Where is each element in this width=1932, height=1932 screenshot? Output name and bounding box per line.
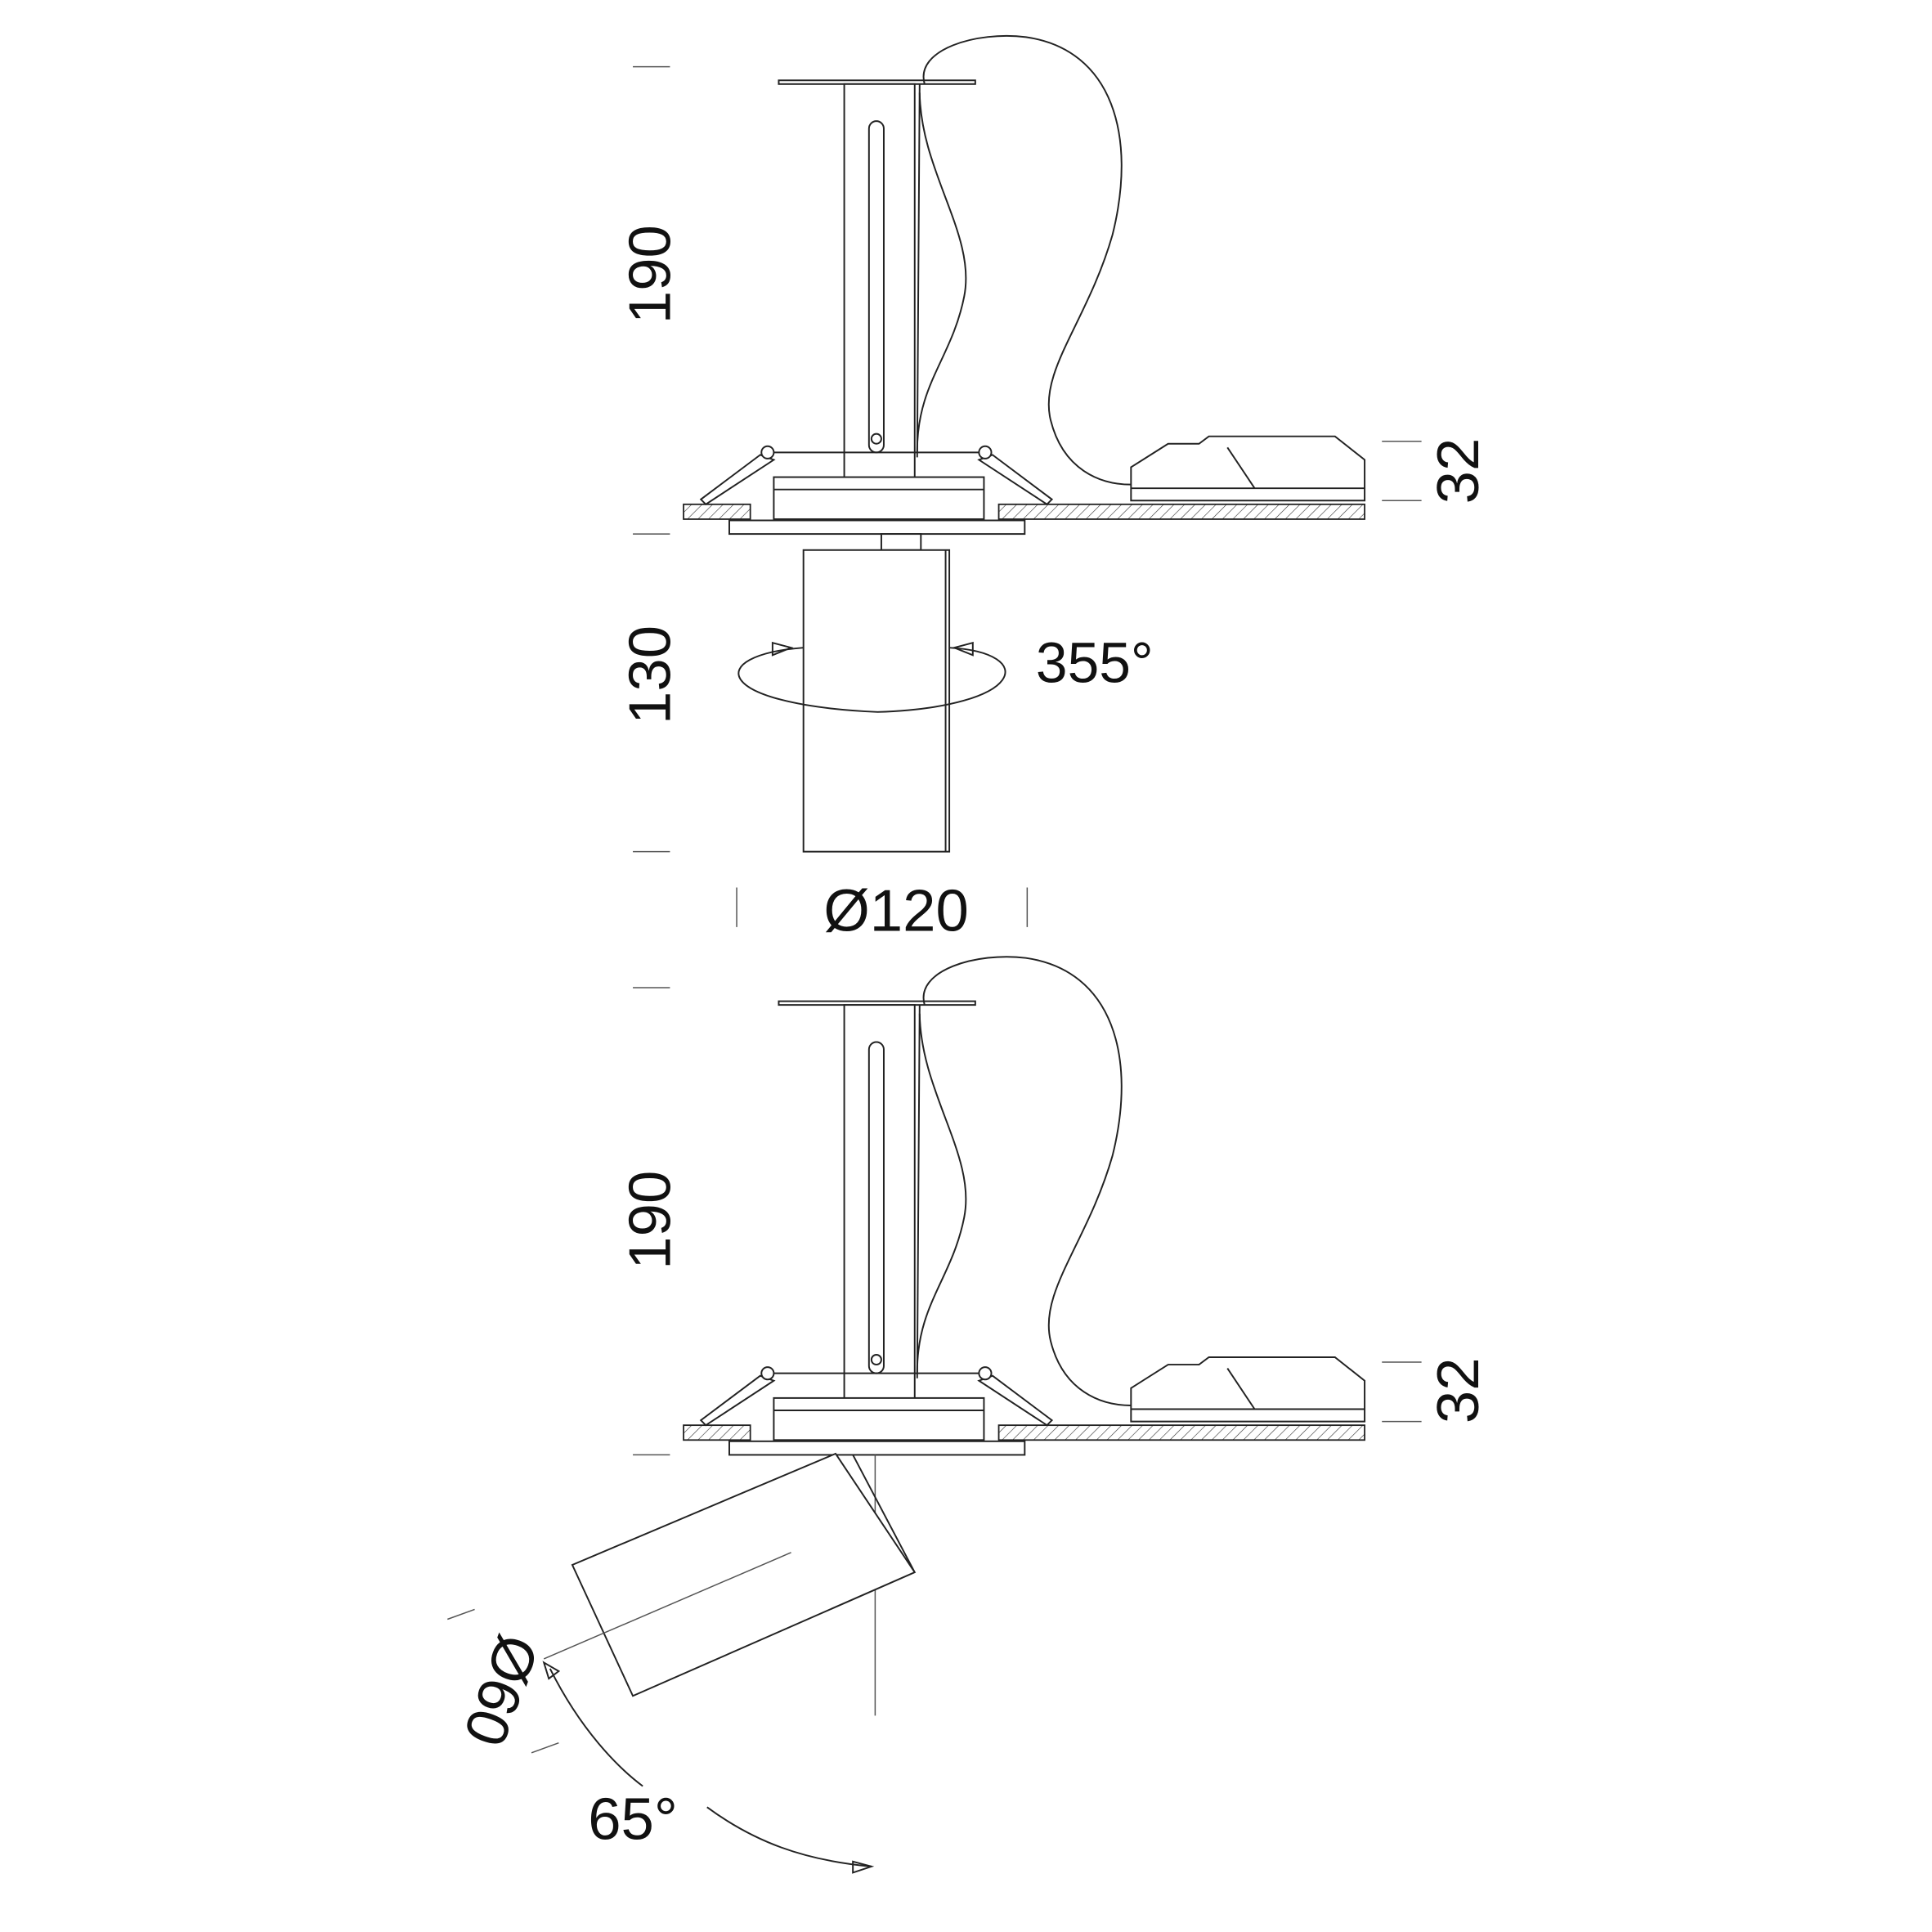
driver-height-dim: 32 <box>1425 438 1491 504</box>
tilted-spotlight-cylinder <box>571 1452 917 1697</box>
height-dim-130: 130 <box>616 625 683 724</box>
tilt-arc-arrow-icon <box>549 1668 872 1867</box>
diameter-dim-120: Ø120 <box>823 877 968 944</box>
lamp-diameter-dim-60: Ø60 <box>451 1626 551 1755</box>
spotlight-cylinder <box>802 549 951 853</box>
height-dim-190: 190 <box>616 1171 683 1270</box>
rotation-angle-label: 355° <box>1036 631 1154 695</box>
driver-height-dim: 32 <box>1425 1357 1491 1423</box>
lamp-neck <box>880 533 922 551</box>
rotation-arrow-icon <box>737 647 1006 713</box>
tilt-angle-label: 65° <box>588 1786 678 1853</box>
height-dim-190: 190 <box>616 225 683 324</box>
top-luminaire-view: 190 130 355° 32 Ø120 <box>616 34 1491 944</box>
bottom-luminaire-view: 190 32 Ø60 65° <box>447 956 1491 1874</box>
